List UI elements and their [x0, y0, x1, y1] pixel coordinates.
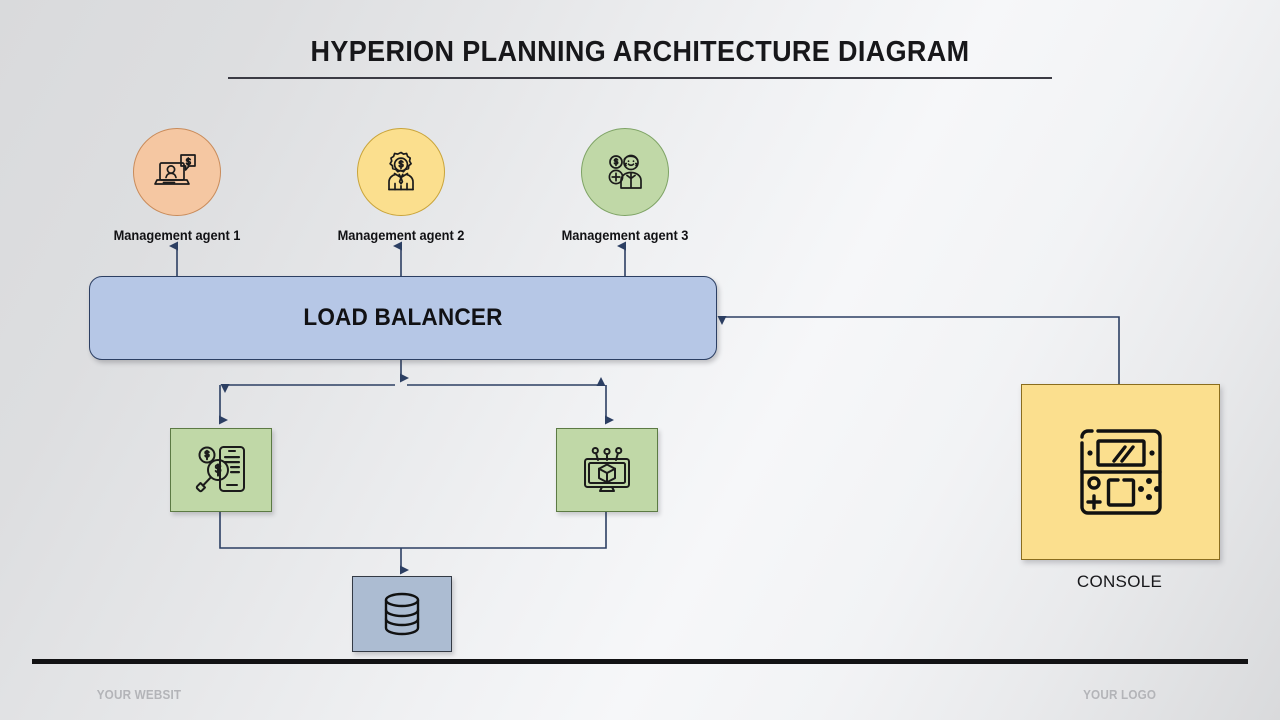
footer-divider — [32, 659, 1248, 664]
person-badges-icon — [608, 154, 642, 189]
agent-node-2[interactable]: Management agent 2 — [331, 128, 471, 243]
database-cylinder-icon — [384, 592, 420, 636]
load-balancer-label: LOAD BALANCER — [303, 304, 503, 331]
title-divider — [228, 77, 1052, 79]
footer-logo: YOUR LOGO — [1082, 687, 1156, 702]
agent-circle-3 — [581, 128, 669, 216]
agent-label-2: Management agent 2 — [337, 228, 465, 243]
load-balancer-node[interactable]: LOAD BALANCER — [89, 276, 717, 360]
monitor-cube-network-icon — [584, 447, 630, 492]
service-node-1[interactable] — [170, 428, 272, 512]
mobile-finance-search-icon — [195, 446, 245, 493]
database-node[interactable] — [352, 576, 452, 652]
agent-label-1: Management agent 1 — [113, 228, 241, 243]
console-node[interactable] — [1021, 384, 1220, 560]
agent-circle-1 — [133, 128, 221, 216]
console-label: CONSOLE — [1076, 572, 1163, 591]
footer-website: YOUR WEBSIT — [96, 687, 182, 702]
agent-label-3: Management agent 3 — [561, 228, 689, 243]
agent-node-3[interactable]: Management agent 3 — [555, 128, 695, 243]
service-node-2[interactable] — [556, 428, 658, 512]
page-title: HYPERION PLANNING ARCHITECTURE DIAGRAM — [310, 36, 970, 68]
agent-circle-2 — [357, 128, 445, 216]
handheld-game-console-icon — [1079, 429, 1162, 515]
agent-node-1[interactable]: Management agent 1 — [107, 128, 247, 243]
laptop-person-dollar-icon — [154, 154, 196, 185]
title-block: HYPERION PLANNING ARCHITECTURE DIAGRAM — [228, 36, 1052, 79]
business-person-gear-dollar-icon — [388, 151, 414, 191]
